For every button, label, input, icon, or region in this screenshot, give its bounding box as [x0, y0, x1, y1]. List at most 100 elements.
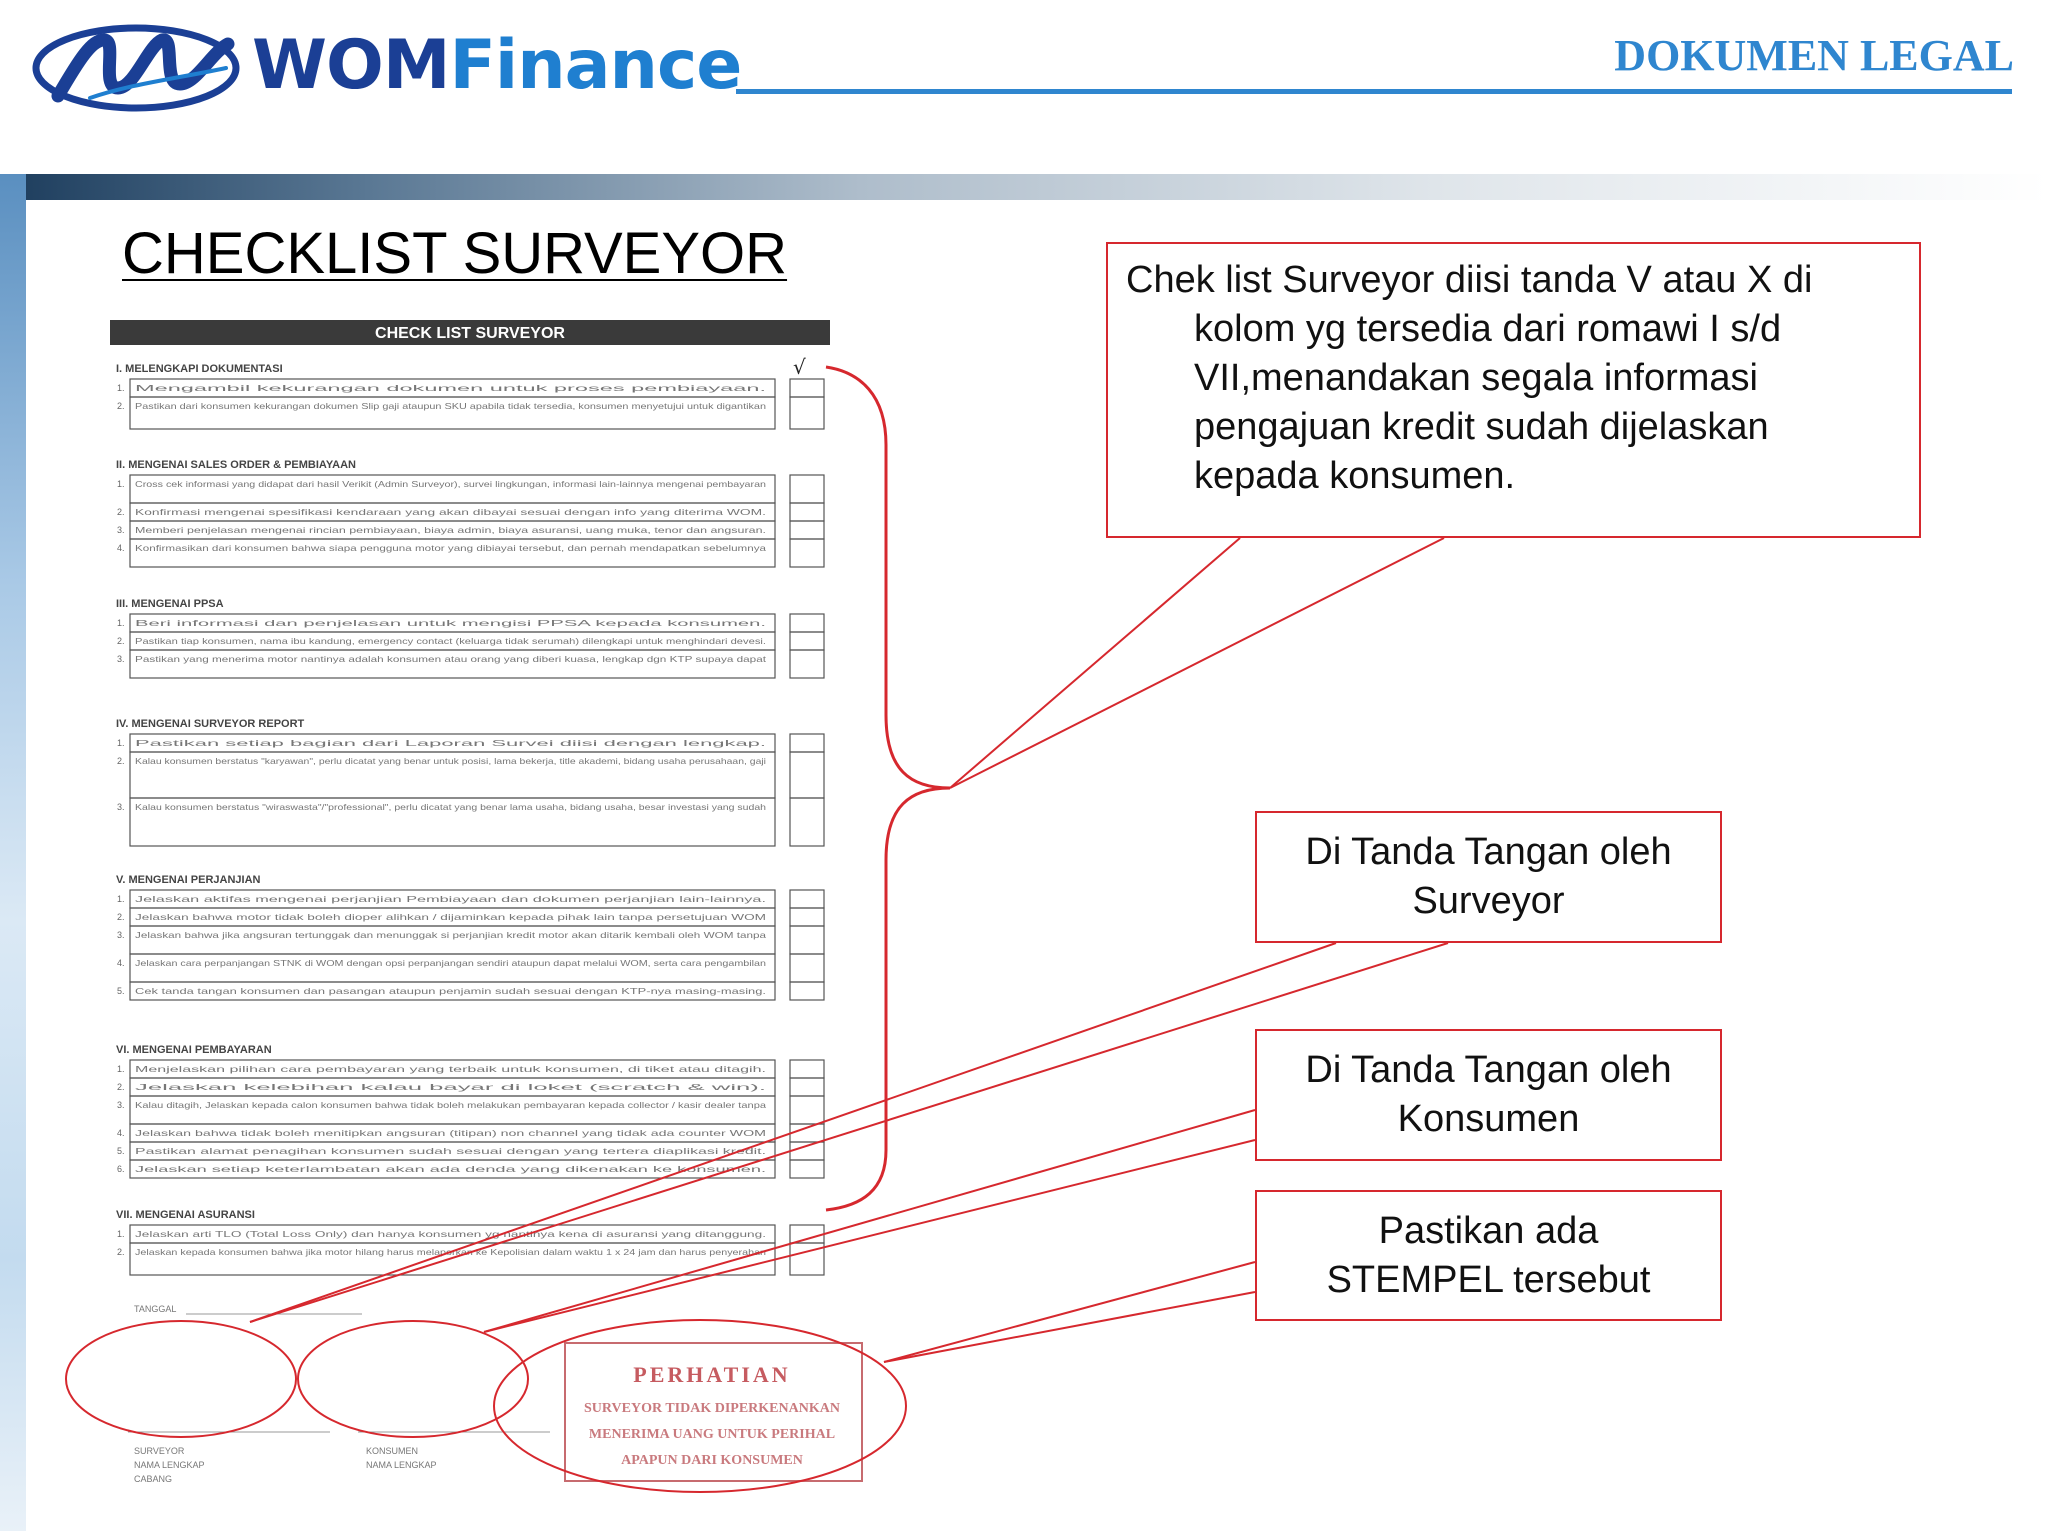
decorative-band: [0, 174, 2048, 200]
date-label: TANGGAL: [134, 1304, 176, 1314]
brand-name-wom: WOM: [252, 26, 450, 105]
form-row-text: Pastikan dari konsumen kekurangan dokume…: [135, 401, 766, 411]
form-row-number: 4.: [117, 1128, 125, 1138]
form-row-text: Jelaskan aktifas mengenai perjanjian Pem…: [135, 894, 766, 904]
form-row-number: 5.: [117, 986, 125, 996]
document-category-title: DOKUMEN LEGAL: [1614, 31, 2014, 80]
annotation-pointer: [483, 1139, 1256, 1333]
form-row-number: 2.: [117, 1247, 125, 1257]
form-row-text: Cek tanda tangan konsumen dan pasangan a…: [135, 986, 766, 996]
signature-label-surveyor: NAMA LENGKAP: [134, 1460, 205, 1470]
form-row-text: Jelaskan bahwa motor tidak boleh dioper …: [135, 912, 766, 922]
callout-line: Surveyor: [1412, 880, 1565, 922]
form-section-title: VI. MENGENAI PEMBAYARAN: [116, 1044, 272, 1056]
form-row-number: 2.: [117, 507, 125, 517]
form-row-number: 2.: [117, 912, 125, 922]
callout-line: Konsumen: [1397, 1098, 1580, 1140]
form-row-text: Jelaskan bahwa tidak boleh menitipkan an…: [135, 1128, 766, 1138]
page-title: CHECKLIST SURVEYOR: [122, 221, 788, 286]
callout-line: Pastikan ada: [1378, 1209, 1599, 1252]
form-row-box: [129, 396, 776, 430]
signature-label-konsumen: NAMA LENGKAP: [366, 1460, 437, 1470]
form-checkbox: [789, 981, 825, 1001]
form-row-text: Kalau konsumen berstatus "wiraswasta"/"p…: [135, 802, 766, 812]
annotation-pointer: [249, 942, 1337, 1323]
form-row-number: 1.: [117, 1064, 125, 1074]
form-row-box: [129, 649, 776, 679]
form-row-text: Jelaskan cara perpanjangan STNK di WOM d…: [135, 958, 766, 968]
stamp-highlight: [493, 1319, 907, 1493]
header-rule: [736, 89, 2012, 94]
form-checkbox: [789, 396, 825, 430]
signature-label-surveyor: SURVEYOR: [134, 1446, 185, 1456]
brand-name: WOMFinance: [252, 26, 742, 106]
stamp-line: APAPUN DARI KONSUMEN: [621, 1453, 803, 1468]
callout-checklist-instruction: Chek list Surveyor diisi tanda V atau X …: [1106, 242, 1921, 538]
annotation-pointer: [883, 1291, 1256, 1363]
decorative-left-strip: [0, 174, 26, 1531]
form-row-number: 1.: [117, 738, 125, 748]
form-row-number: 2.: [117, 756, 125, 766]
form-row-text: Jelaskan arti TLO (Total Loss Only) dan …: [135, 1229, 766, 1239]
callout-line: Di Tanda Tangan oleh: [1305, 1049, 1672, 1091]
annotation-pointer: [949, 537, 1445, 789]
annotation-pointer: [483, 1109, 1256, 1333]
form-row-number: 3.: [117, 525, 125, 535]
form-row-text: Pastikan yang menerima motor nantinya ad…: [135, 654, 767, 664]
form-row-box: [129, 797, 776, 847]
callout-line: VII,menandakan segala informasi: [1194, 357, 1758, 399]
form-row-text: Jelaskan setiap keterlambatan akan ada d…: [135, 1164, 766, 1174]
form-row-text: Memberi penjelasan mengenai rincian pemb…: [135, 525, 766, 535]
form-section-title: V. MENGENAI PERJANJIAN: [116, 874, 261, 886]
form-row-text: Konfirmasikan dari konsumen bahwa siapa …: [135, 543, 766, 553]
form-checkbox: [789, 1159, 825, 1179]
form-checkbox: [789, 649, 825, 679]
form-section-title: IV. MENGENAI SURVEYOR REPORT: [116, 718, 305, 730]
form-section-title: I. MELENGKAPI DOKUMENTASI: [116, 363, 283, 375]
form-row-number: 4.: [117, 543, 125, 553]
form-row-number: 1.: [117, 383, 125, 393]
form-row-number: 2.: [117, 1082, 125, 1092]
form-row-number: 2.: [117, 401, 125, 411]
callout-line: Chek list Surveyor diisi tanda V atau X …: [1126, 259, 1813, 301]
form-row-text: Menjelaskan pilihan cara pembayaran yang…: [135, 1064, 766, 1074]
check-mark: √: [793, 355, 806, 379]
form-row-number: 3.: [117, 802, 125, 812]
form-row-number: 1.: [117, 479, 125, 489]
form-row-text: Beri informasi dan penjelasan untuk meng…: [135, 618, 766, 628]
annotation-pointer: [249, 942, 1449, 1323]
stamp-border: [564, 1342, 863, 1482]
form-row-number: 5.: [117, 1146, 125, 1156]
surveyor-signature-highlight: [65, 1320, 297, 1438]
form-row-number: 6.: [117, 1164, 125, 1174]
form-row-text: Pastikan alamat penagihan konsumen sudah…: [135, 1146, 766, 1156]
konsumen-signature-highlight: [297, 1320, 529, 1438]
callout-line: STEMPEL tersebut: [1326, 1258, 1651, 1301]
form-row-text: Jelaskan bahwa jika angsuran tertunggak …: [135, 930, 766, 940]
form-row-number: 3.: [117, 654, 125, 664]
form-heading-bar: [110, 320, 830, 345]
form-heading: CHECK LIST SURVEYOR: [375, 325, 565, 342]
stamp-title: PERHATIAN: [633, 1362, 790, 1387]
form-checkbox: [789, 538, 825, 568]
stamp-line: MENERIMA UANG UNTUK PERIHAL: [589, 1427, 835, 1442]
annotation-pointer: [883, 1261, 1256, 1363]
callout-line: Di Tanda Tangan oleh: [1305, 831, 1672, 873]
form-row-text: Cross cek informasi yang didapat dari ha…: [135, 479, 766, 489]
form-checkbox: [789, 797, 825, 847]
form-row-box: [129, 1159, 776, 1179]
wom-logo-icon: [32, 24, 240, 112]
form-row-number: 4.: [117, 958, 125, 968]
signature-label-konsumen: KONSUMEN: [366, 1446, 418, 1456]
form-row-number: 3.: [117, 1100, 125, 1110]
form-row-text: Mengambil kekurangan dokumen untuk prose…: [135, 383, 766, 393]
form-section-title: VII. MENGENAI ASURANSI: [116, 1209, 255, 1221]
form-row-text: Pastikan tiap konsumen, nama ibu kandung…: [135, 636, 766, 646]
form-row-text: Kalau konsumen berstatus "karyawan", per…: [135, 756, 766, 766]
form-row-text: Pastikan setiap bagian dari Laporan Surv…: [135, 738, 766, 748]
